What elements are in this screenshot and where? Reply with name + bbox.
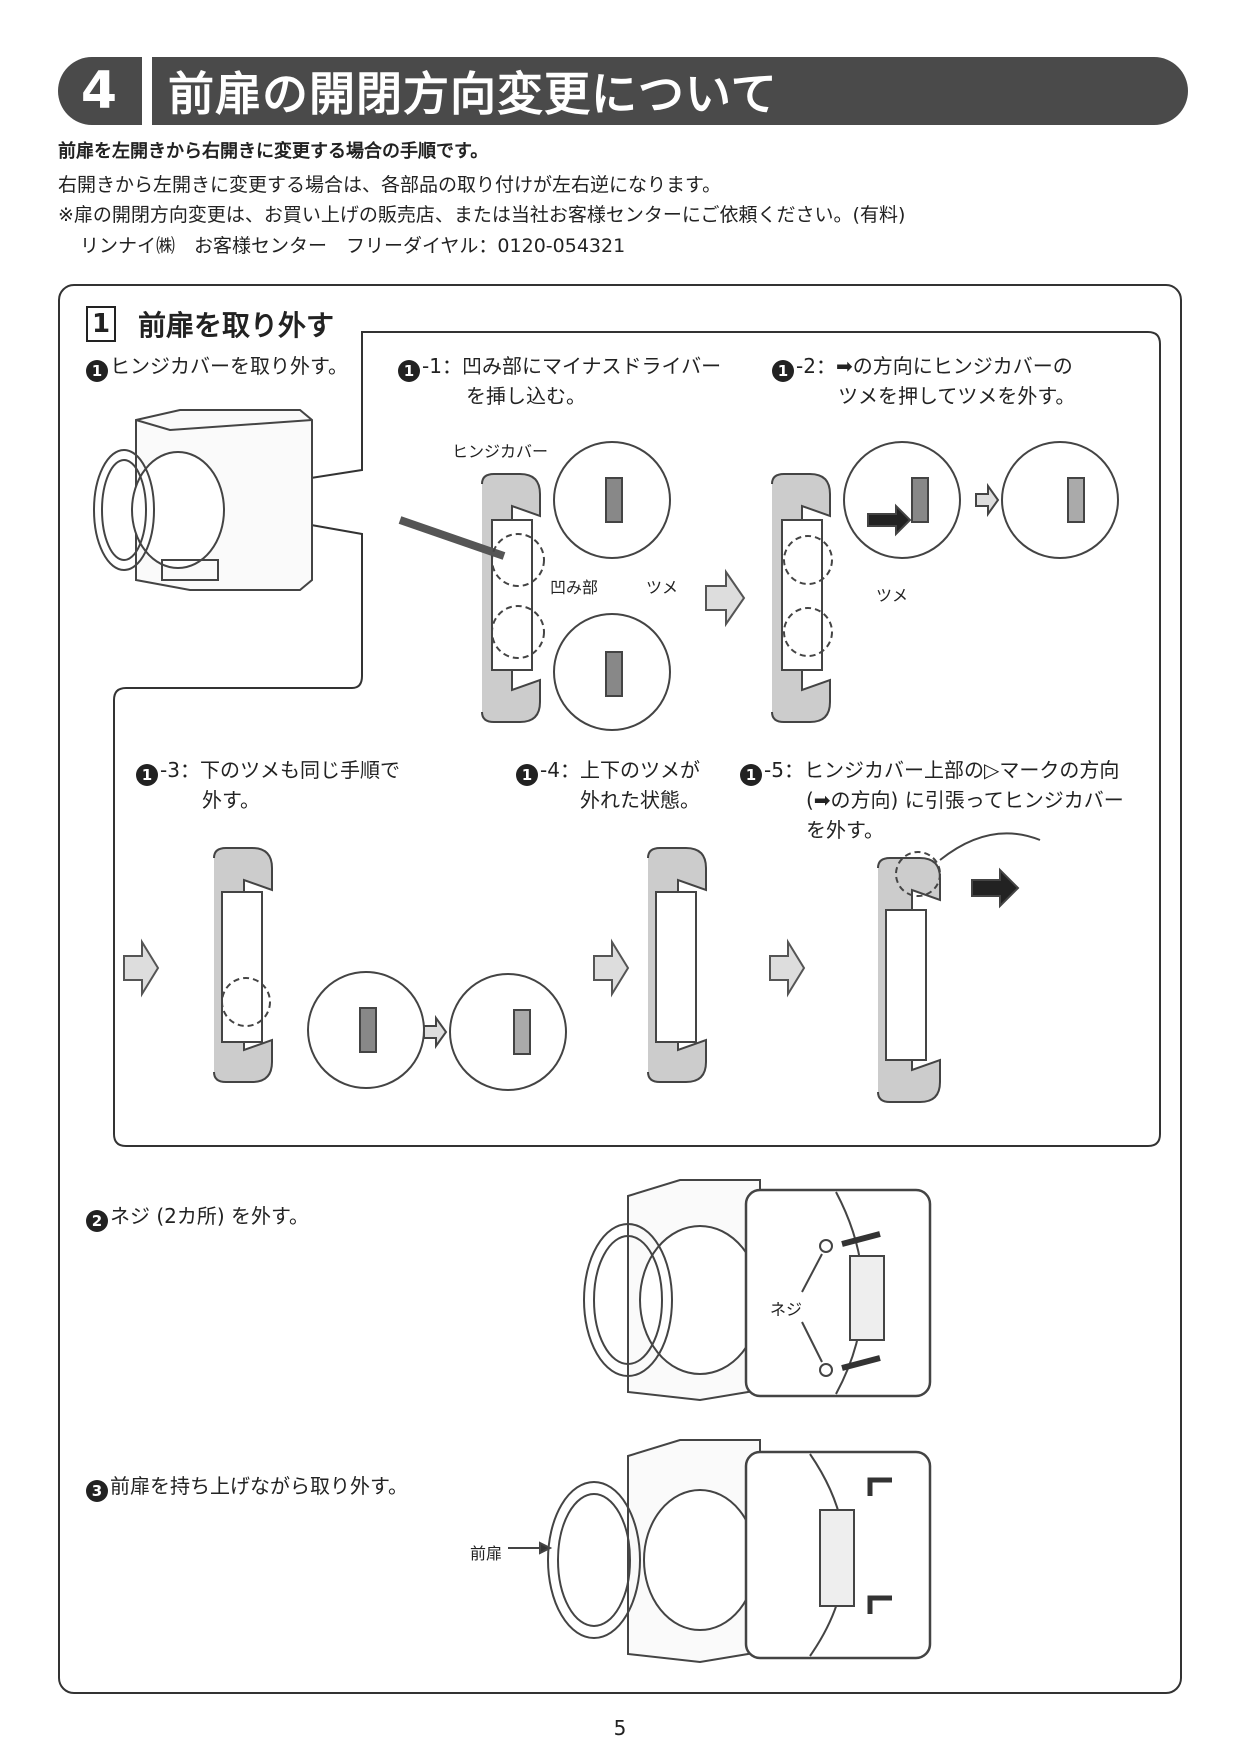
number-bullet: 1	[516, 764, 538, 786]
step-1-5-line3: を外す。	[806, 818, 884, 842]
label-tab: ツメ	[646, 578, 679, 597]
hinge-illustration-1-2	[771, 441, 1119, 723]
number-bullet: 1	[740, 764, 762, 786]
flow-arrow-1	[705, 568, 746, 628]
step-1-4: 1-4：上下のツメが	[516, 756, 700, 786]
number-bullet: 2	[86, 1210, 108, 1232]
number-bullet: 1	[86, 360, 108, 382]
step-1-5: 1-5：ヒンジカバー上部の▷マークの方向	[740, 756, 1119, 786]
substep-text: -2：➡の方向にヒンジカバーの	[796, 354, 1073, 378]
substep-text: -1：凹み部にマイナスドライバー	[422, 354, 722, 378]
header-divider	[142, 57, 152, 125]
section-title: 前扉の開閉方向変更について	[168, 67, 778, 121]
customer-center-line: リンナイ㈱ お客様センター フリーダイヤル：0120-054321	[80, 235, 626, 257]
substep-text: -5：ヒンジカバー上部の▷マークの方向	[764, 758, 1120, 782]
step-number-box: 1	[86, 306, 116, 342]
substep-text: -4：上下のツメが	[540, 758, 700, 782]
label-tab-2: ツメ	[876, 586, 909, 605]
washer-illustration-2	[583, 1179, 932, 1402]
hinge-illustration-1-3	[213, 847, 567, 1091]
washer-illustration-3	[508, 1439, 932, 1664]
flow-arrow-2	[123, 938, 160, 998]
number-bullet: 1	[772, 360, 794, 382]
washer-illustration-1	[93, 409, 313, 591]
number-bullet: 1	[136, 764, 158, 786]
page-number: 5	[613, 1716, 627, 1740]
step-1-3: 1-3：下のツメも同じ手順で	[136, 756, 400, 786]
step-1-1: 1-1：凹み部にマイナスドライバー	[398, 352, 721, 382]
step-1-5-line2: (➡の方向) に引張ってヒンジカバー	[806, 788, 1124, 812]
substep-text: ネジ (2カ所) を外す。	[110, 1204, 310, 1228]
procedure-frame	[58, 284, 1182, 1694]
substep-text: -3：下のツメも同じ手順で	[160, 758, 400, 782]
intro-line-3: ※扉の開閉方向変更は、お買い上げの販売店、または当社お客様センターにご依頼くださ…	[58, 204, 906, 226]
hinge-illustration-1-1	[398, 441, 671, 731]
step-1-2-line2: ツメを押してツメを外す。	[838, 384, 1076, 408]
step-1-title: 前扉を取り外す	[138, 309, 335, 342]
label-recess: 凹み部	[550, 578, 599, 597]
step-1-3-line2: 外す。	[202, 788, 260, 812]
section-header-bar	[58, 57, 1188, 125]
substep-text: ヒンジカバーを取り外す。	[110, 354, 348, 378]
number-bullet: 1	[398, 360, 420, 382]
step-1-1-line2: を挿し込む。	[466, 384, 586, 408]
label-front-door: 前扉	[470, 1544, 503, 1563]
label-hinge-cover: ヒンジカバー	[452, 442, 549, 461]
intro-line-2: 右開きから左開きに変更する場合は、各部品の取り付けが左右逆になります。	[58, 174, 722, 196]
number-bullet: 3	[86, 1480, 108, 1502]
substep-text: 前扉を持ち上げながら取り外す。	[110, 1474, 408, 1498]
section-number: 4	[80, 61, 118, 121]
hinge-illustration-1-5	[877, 832, 1041, 1103]
step-1-4-line2: 外れた状態。	[580, 788, 700, 812]
hinge-illustration-1-4	[647, 847, 707, 1083]
flow-arrow-4	[769, 938, 806, 998]
step-1-2: 1-2：➡の方向にヒンジカバーの	[772, 352, 1073, 382]
intro-line-1: 前扉を左開きから右開きに変更する場合の手順です。	[58, 141, 489, 162]
flow-arrow-3	[593, 938, 630, 998]
label-screw: ネジ	[770, 1300, 803, 1319]
